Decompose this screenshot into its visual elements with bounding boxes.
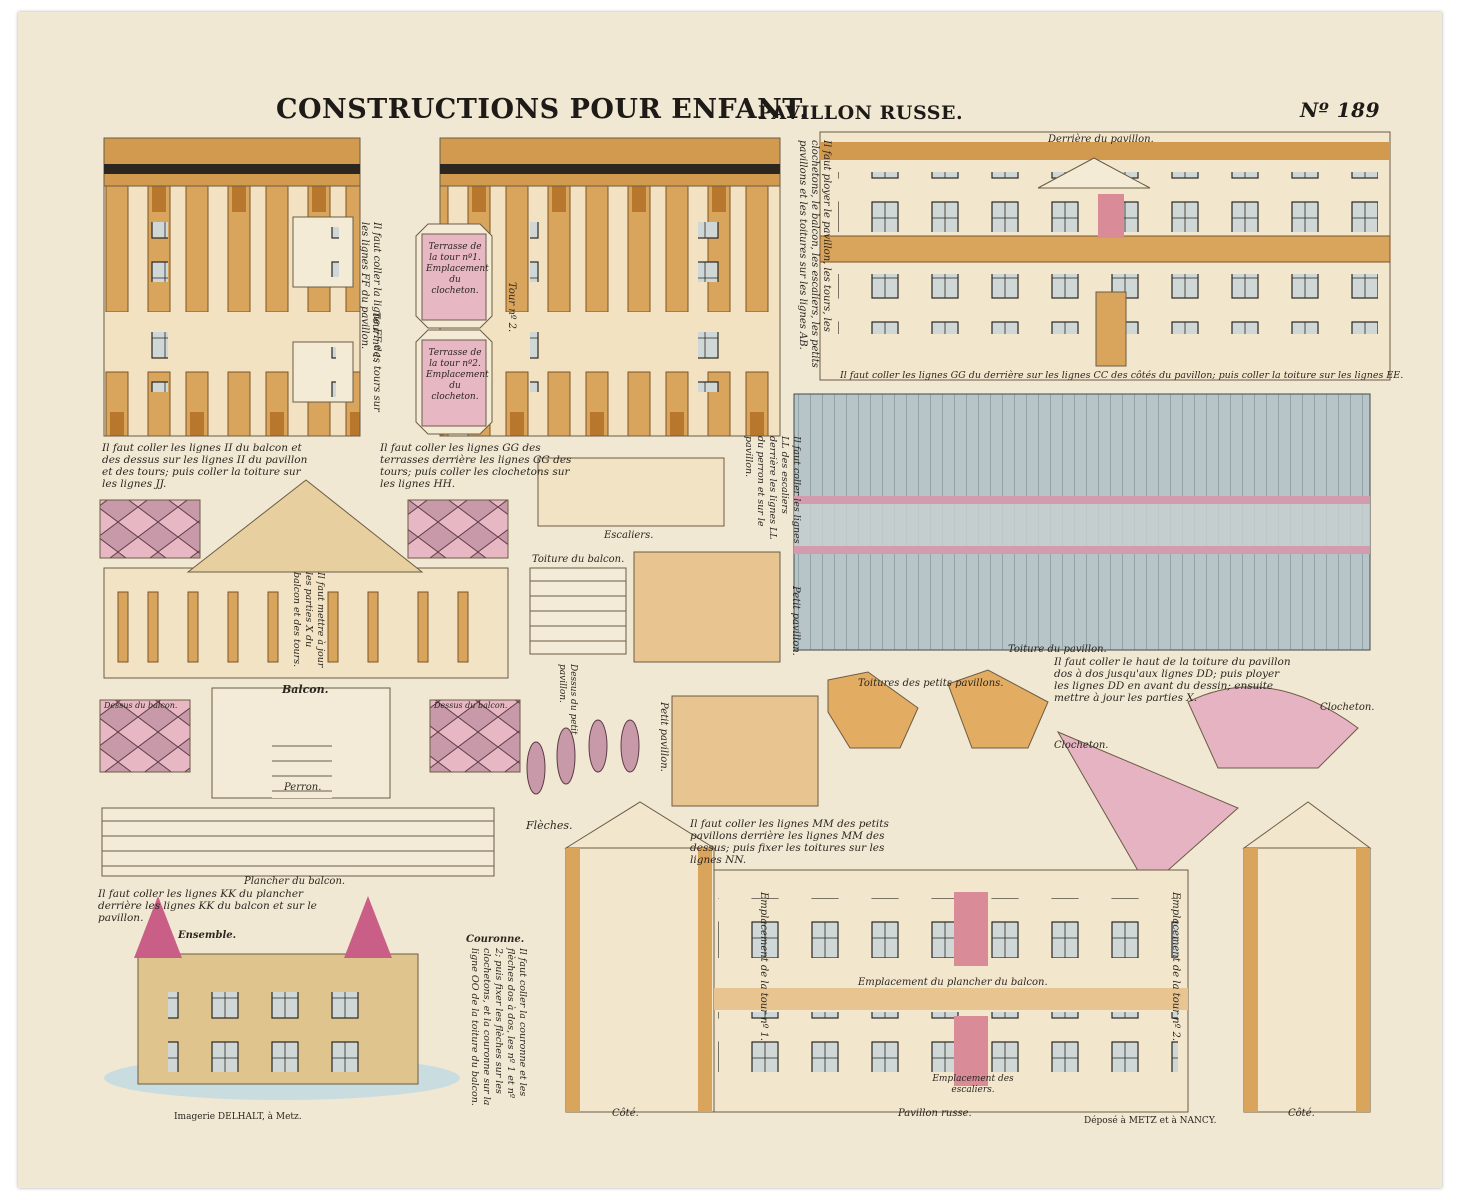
label-emplacement-tour-2: Emplacement de la tour nº 2. (1170, 892, 1181, 1042)
toiture-balcon-piece (529, 567, 627, 655)
pavillon-russe-piece (564, 801, 1372, 1113)
label-tour-1: Tour nº 1. (370, 312, 381, 363)
label-tour-2: Tour nº 2. (506, 282, 517, 333)
print-sheet: CONSTRUCTIONS POUR ENFANT. PAVILLON RUSS… (18, 12, 1442, 1188)
tour-2-piece (439, 137, 781, 437)
clocheton-2 (1187, 686, 1359, 769)
label-cote-2: Côté. (1288, 1108, 1315, 1119)
note-couronne: Il faut coller la couronne et les flèche… (469, 948, 528, 1106)
label-dessus-petit-pavillon: Dessus du petit pavillon. (557, 664, 578, 735)
sheet-subtitle: PAVILLON RUSSE. (758, 102, 964, 124)
label-pavillon-russe: Pavillon russe. (898, 1108, 972, 1119)
tour-1-piece (103, 137, 361, 437)
label-petit-pavillon-1: Petit pavillon. (790, 586, 801, 656)
clocheton-1 (1056, 730, 1239, 889)
label-plancher: Plancher du balcon. (244, 876, 346, 887)
toitures-petits-pavillons (827, 669, 1049, 749)
label-imagerie: Imagerie DELHALT, à Metz. (174, 1112, 302, 1122)
label-couronne: Couronne. (466, 934, 525, 945)
label-emplacement-escaliers: Emplacement des escaliers. (932, 1074, 1014, 1095)
note-plancher: Il faut coller les lignes KK du plancher… (98, 888, 317, 924)
label-toitures-petits: Toitures des petits pavillons. (858, 678, 1004, 689)
ensemble-image (104, 896, 460, 1100)
label-emplacement-tour-1: Emplacement de la tour nº 1. (758, 892, 769, 1042)
label-clocheton-1: Clocheton. (1054, 740, 1109, 751)
balcon-piece (99, 479, 509, 799)
note-terrasses: Il faut coller les lignes GG des terrass… (380, 442, 572, 490)
petit-pavillon-1 (633, 551, 781, 663)
label-cote-1: Côté. (612, 1108, 639, 1119)
note-balcon-coller: Il faut coller les lignes II du balcon e… (102, 442, 308, 490)
terrasse-2 (415, 329, 493, 435)
label-balcon: Balcon. (282, 683, 329, 696)
note-escaliers: Il faut coller les lignes LL des escalie… (743, 436, 802, 544)
note-mettre-a-jour: Il faut mettre à jour les parties X du b… (291, 572, 326, 668)
terrasse-1 (415, 223, 493, 329)
label-terrasse-2: Terrasse de la tour nº2. Emplacement du … (426, 348, 489, 402)
label-terrasse-1: Terrasse de la tour nº1. Emplacement du … (426, 242, 489, 296)
toiture-pavillon-piece (793, 393, 1371, 651)
label-petit-pavillon-2: Petit pavillon. (658, 702, 669, 772)
fleches (526, 719, 640, 795)
plancher-piece (101, 807, 495, 877)
label-ensemble: Ensemble. (178, 930, 237, 941)
escaliers-piece (537, 457, 725, 527)
label-toiture-pavillon: Toiture du pavillon. (1008, 644, 1107, 655)
label-clocheton-2: Clocheton. (1320, 702, 1375, 713)
sheet-number: Nº 189 (1300, 98, 1380, 122)
note-derriere: Il faut coller les lignes GG du derrière… (840, 370, 1404, 381)
note-toiture: Il faut coller le haut de la toiture du … (1054, 656, 1291, 704)
label-fleches: Flèches. (526, 819, 573, 832)
note-tours-ff: Il faut coller la ligne FF des tours sur… (359, 222, 382, 412)
dessus-balcon-pieces (99, 699, 521, 773)
note-petits-pavillons: Il faut coller les lignes MM des petits … (690, 818, 889, 866)
sheet-title: CONSTRUCTIONS POUR ENFANT. (276, 94, 810, 125)
cutout-artwork (99, 131, 1391, 1113)
derriere-piece (819, 131, 1391, 381)
label-dessus-balcon-1: Dessus du balcon. (104, 701, 178, 710)
petit-pavillon-2 (671, 695, 819, 807)
label-escaliers: Escaliers. (604, 530, 654, 541)
note-ployer: Il faut ployer le pavillon, les tours, l… (797, 140, 832, 368)
label-emplacement-plancher: Emplacement du plancher du balcon. (858, 977, 1048, 988)
label-dessus-balcon-2: Dessus du balcon. (434, 701, 508, 710)
label-perron: Perron. (284, 782, 322, 793)
label-toiture-balcon: Toiture du balcon. (532, 554, 625, 565)
label-derriere: Derrière du pavillon. (1048, 134, 1154, 145)
label-depose: Déposé à METZ et à NANCY. (1084, 1116, 1217, 1126)
